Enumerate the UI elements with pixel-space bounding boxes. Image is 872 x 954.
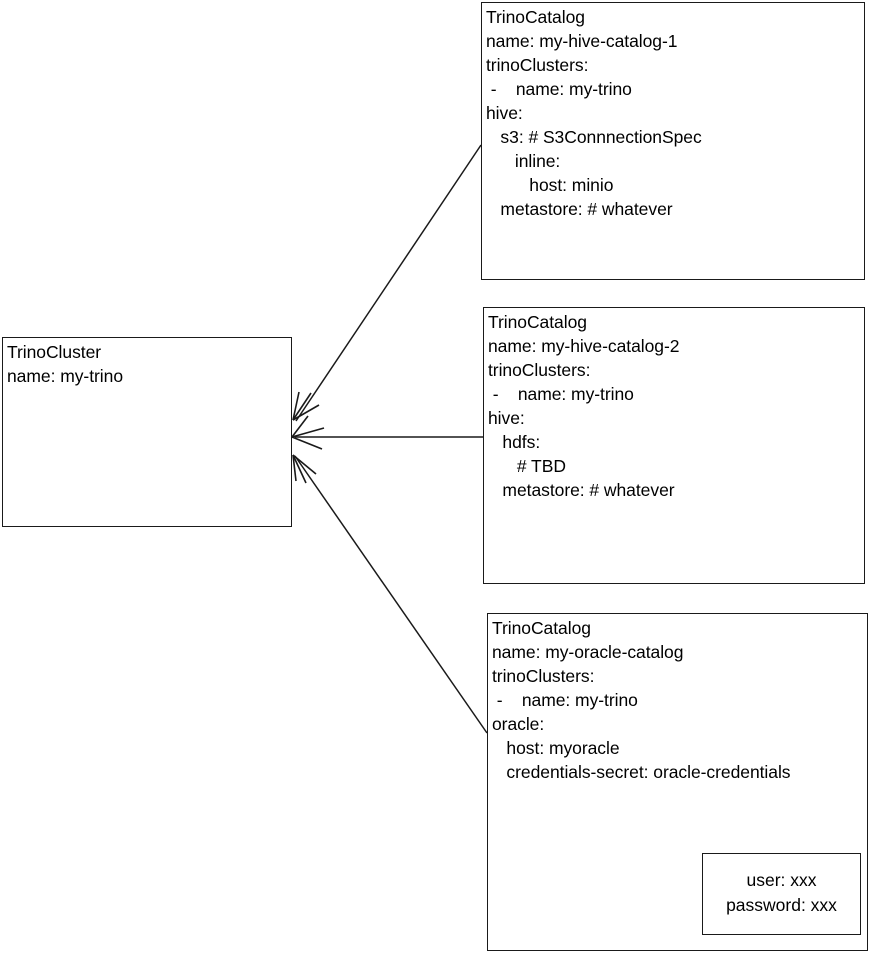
credentials-body: user: xxx password: xxx — [703, 868, 860, 918]
catalog-2-line-cluster-name: - name: my-trino — [488, 384, 634, 404]
catalog-2-line-trinoclusters: trinoClusters: — [488, 360, 591, 380]
catalog-3-line-trinoclusters: trinoClusters: — [492, 666, 595, 686]
credentials-user-line: user: xxx — [746, 870, 817, 890]
trino-cluster-body: TrinoCluster name: my-trino — [7, 340, 289, 388]
catalog-1-line-name: name: my-hive-catalog-1 — [486, 31, 678, 51]
catalog-2-line-kind: TrinoCatalog — [488, 312, 587, 332]
catalog-3-line-kind: TrinoCatalog — [492, 618, 591, 638]
catalog-2-line-name: name: my-hive-catalog-2 — [488, 336, 680, 356]
catalog-2-line-hdfs: hdfs: — [488, 432, 541, 452]
trino-cluster-node[interactable]: TrinoCluster name: my-trino — [2, 337, 292, 527]
catalog-1-line-metastore: metastore: # whatever — [486, 199, 673, 219]
credentials-secret-node[interactable]: user: xxx password: xxx — [702, 853, 861, 935]
catalog-3-line-oracle: oracle: — [492, 714, 545, 734]
catalog-1-line-inline: inline: — [486, 151, 561, 171]
catalog-3-body: TrinoCatalog name: my-oracle-catalog tri… — [492, 616, 865, 784]
catalog-1-line-host: host: minio — [486, 175, 614, 195]
trino-cluster-kind: TrinoCluster — [7, 342, 102, 362]
edge-catalog3-to-cluster — [292, 454, 488, 734]
catalog-1-line-trinoclusters: trinoClusters: — [486, 55, 589, 75]
catalog-1-line-cluster-name: - name: my-trino — [486, 79, 632, 99]
trino-cluster-name: name: my-trino — [7, 366, 123, 386]
catalog-3-line-cluster-name: - name: my-trino — [492, 690, 638, 710]
catalog-1-line-hive: hive: — [486, 103, 523, 123]
catalog-1-body: TrinoCatalog name: my-hive-catalog-1 tri… — [486, 5, 862, 221]
catalog-1-line-kind: TrinoCatalog — [486, 7, 585, 27]
credentials-password-line: password: xxx — [726, 895, 837, 915]
catalog-3-line-host: host: myoracle — [492, 738, 620, 758]
catalog-2-line-hive: hive: — [488, 408, 525, 428]
catalog-2-line-tbd: # TBD — [488, 456, 566, 476]
edge-catalog1-to-cluster — [292, 144, 482, 422]
catalog-2-line-metastore: metastore: # whatever — [488, 480, 675, 500]
catalog-3-line-name: name: my-oracle-catalog — [492, 642, 684, 662]
edge-catalog2-to-cluster — [291, 415, 483, 450]
catalog-2-body: TrinoCatalog name: my-hive-catalog-2 tri… — [488, 310, 862, 502]
catalog-1-line-s3: s3: # S3ConnnectionSpec — [486, 127, 702, 147]
trino-catalog-node-hive-2[interactable]: TrinoCatalog name: my-hive-catalog-2 tri… — [483, 307, 865, 584]
catalog-3-line-credentials-secret: credentials-secret: oracle-credentials — [492, 762, 791, 782]
trino-catalog-node-hive-1[interactable]: TrinoCatalog name: my-hive-catalog-1 tri… — [481, 2, 865, 280]
